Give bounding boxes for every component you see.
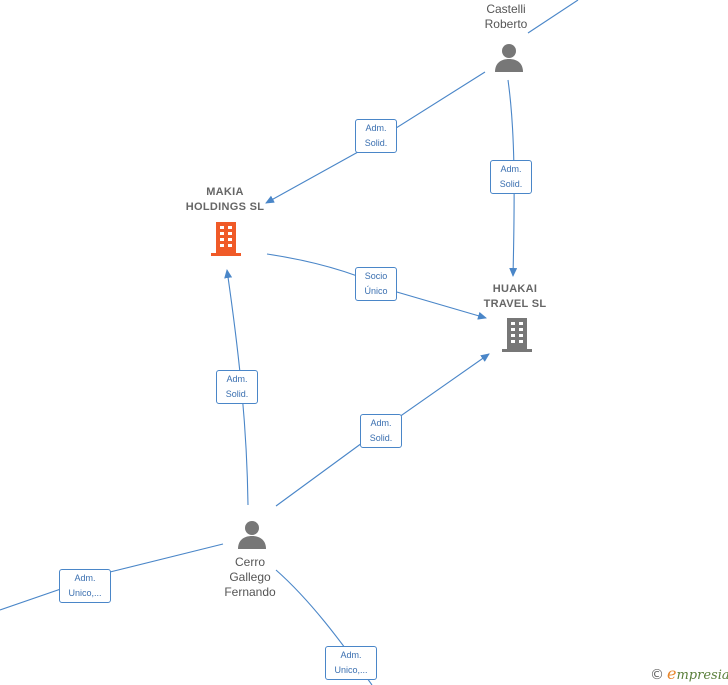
edge-label-cerro-left[interactable]: Adm. Unico,... — [59, 569, 111, 603]
edge-label-line1: Adm. — [365, 123, 387, 133]
node-label-makia[interactable]: MAKIA HOLDINGS SL — [170, 185, 280, 215]
node-label-cerro[interactable]: Cerro Gallego Fernando — [210, 555, 290, 600]
brand-name: mpresia — [676, 668, 728, 683]
edge-label-line2: Único — [364, 286, 388, 296]
edge-label-line1: Adm. — [340, 650, 362, 660]
edge-label-line1: Adm. — [226, 374, 248, 384]
edge-label-castelli-makia[interactable]: Adm. Solid. — [355, 119, 397, 153]
node-label-huakai[interactable]: HUAKAI TRAVEL SL — [465, 282, 565, 312]
node-name-line2: Roberto — [484, 17, 528, 31]
node-name-line1: MAKIA — [206, 186, 244, 198]
edge-label-line1: Socio — [364, 271, 388, 281]
node-name-line1: Cerro — [234, 555, 265, 569]
edge-label-cerro-bottom[interactable]: Adm. Unico,... — [325, 646, 377, 680]
node-name-line2: Gallego — [229, 570, 271, 584]
edge-label-line2: Unico,... — [68, 588, 102, 598]
edge-castelli-offscreen — [527, 0, 579, 34]
edge-cerro-left — [0, 543, 224, 611]
edge-label-line2: Solid. — [499, 179, 523, 189]
node-name-line1: Castelli — [486, 2, 526, 16]
node-name-line2: HOLDINGS SL — [185, 201, 265, 213]
person-icon[interactable] — [494, 43, 524, 73]
person-icon[interactable] — [237, 520, 267, 550]
edge-label-line2: Solid. — [225, 389, 249, 399]
brand-initial: e — [667, 664, 677, 683]
edge-label-line1: Adm. — [500, 164, 522, 174]
edge-label-cerro-makia[interactable]: Adm. Solid. — [216, 370, 258, 404]
edge-label-line2: Unico,... — [334, 665, 368, 675]
edge-label-line1: Adm. — [370, 418, 392, 428]
node-name-line2: TRAVEL SL — [483, 298, 547, 310]
edge-label-makia-huakai[interactable]: Socio Único — [355, 267, 397, 301]
edge-label-line2: Solid. — [364, 138, 388, 148]
edge-label-line2: Solid. — [369, 433, 393, 443]
node-label-castelli[interactable]: Castelli Roberto — [466, 2, 546, 32]
edge-label-line1: Adm. — [74, 573, 96, 583]
brand-watermark: ©empresia — [650, 664, 728, 683]
edge-label-cerro-huakai[interactable]: Adm. Solid. — [360, 414, 402, 448]
copyright-icon: © — [650, 667, 664, 683]
building-icon[interactable] — [500, 316, 534, 352]
edge-label-castelli-huakai[interactable]: Adm. Solid. — [490, 160, 532, 194]
node-name-line1: HUAKAI — [492, 283, 538, 295]
node-name-line3: Fernando — [224, 585, 276, 599]
building-icon[interactable] — [209, 220, 243, 256]
